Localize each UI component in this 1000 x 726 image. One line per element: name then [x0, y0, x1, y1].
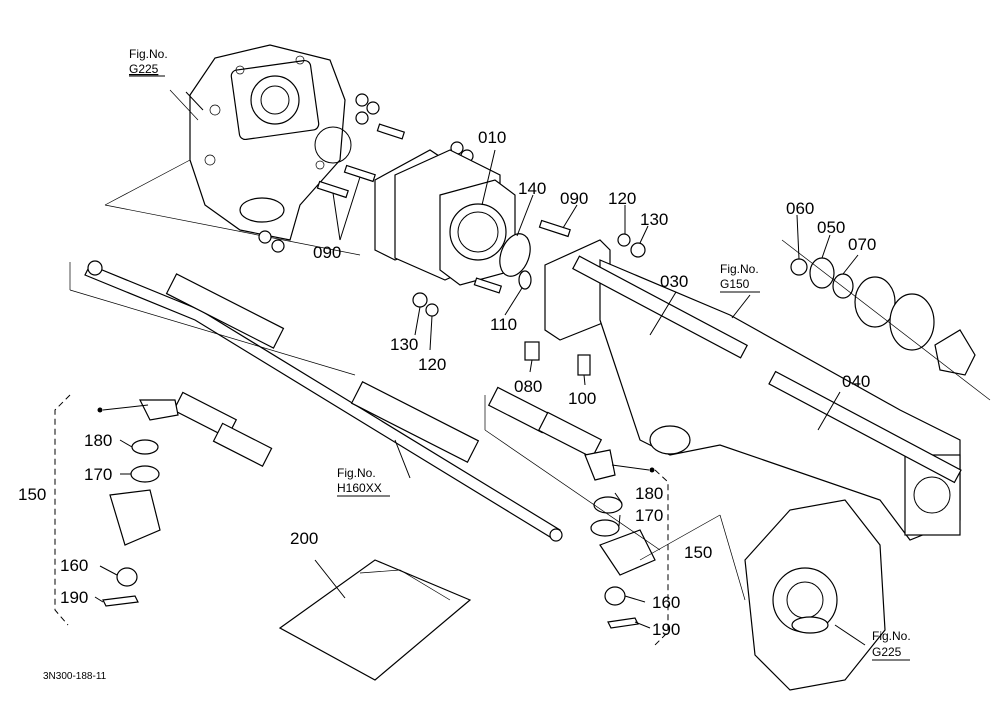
part-label-110: 110	[490, 315, 517, 334]
diagram-code: 3N300-188-11	[43, 671, 107, 682]
shaft-040	[768, 370, 962, 484]
part-label-120-top: 120	[608, 189, 636, 208]
fig-ref-center-line2: H160XX	[337, 481, 382, 495]
o-ring-140	[499, 233, 531, 277]
studs-090-left	[316, 123, 406, 199]
shaft-030	[572, 255, 748, 359]
document-200	[278, 559, 472, 681]
tie-rod-end-left	[102, 391, 273, 607]
part-label-120-left: 120	[418, 355, 446, 374]
part-label-170-right: 170	[635, 506, 663, 525]
part-label-090-left: 090	[313, 243, 341, 262]
fig-ref-right-mid-line2: G150	[720, 277, 750, 291]
fig-ref-bottom-right-line1: Fig.No.	[872, 629, 911, 643]
nuts-top	[258, 93, 474, 253]
part-label-150-left: 150	[18, 485, 46, 504]
part-label-180-right: 180	[635, 484, 663, 503]
part-label-090-top: 090	[560, 189, 588, 208]
fig-ref-bottom-right-line2: G225	[872, 645, 902, 659]
part-label-050: 050	[817, 218, 845, 237]
part-label-030: 030	[660, 272, 688, 291]
part-label-130-left: 130	[390, 335, 418, 354]
part-label-070: 070	[848, 235, 876, 254]
part-label-010: 010	[478, 128, 506, 147]
part-label-180-left: 180	[84, 431, 112, 450]
part-label-170-left: 170	[84, 465, 112, 484]
fig-ref-top-left-line1: Fig.No.	[129, 47, 168, 61]
part-label-100: 100	[568, 389, 596, 408]
part-label-190-left: 190	[60, 588, 88, 607]
part-label-160-right: 160	[652, 593, 680, 612]
collar-110	[518, 270, 532, 290]
tie-rod-assembly	[84, 260, 563, 542]
gear-case-housing-bottom	[744, 499, 886, 691]
part-label-080: 080	[514, 377, 542, 396]
tie-rod-end-right	[487, 386, 656, 629]
part-label-200: 200	[290, 529, 318, 548]
leader-lines	[94, 91, 866, 646]
part-label-140: 140	[518, 179, 546, 198]
fig-ref-right-mid-line1: Fig.No.	[720, 262, 759, 276]
bearing-group	[790, 257, 976, 376]
part-label-150-right: 150	[684, 543, 712, 562]
housing-010	[439, 179, 516, 286]
fig-ref-top-left-line2: G225	[129, 62, 159, 76]
gear-case-housing-top	[189, 44, 352, 241]
part-label-040: 040	[842, 372, 870, 391]
part-label-130-top: 130	[640, 210, 668, 229]
fig-ref-center-line1: Fig.No.	[337, 466, 376, 480]
part-label-190-right: 190	[652, 620, 680, 639]
part-label-060: 060	[786, 199, 814, 218]
part-label-160-left: 160	[60, 556, 88, 575]
